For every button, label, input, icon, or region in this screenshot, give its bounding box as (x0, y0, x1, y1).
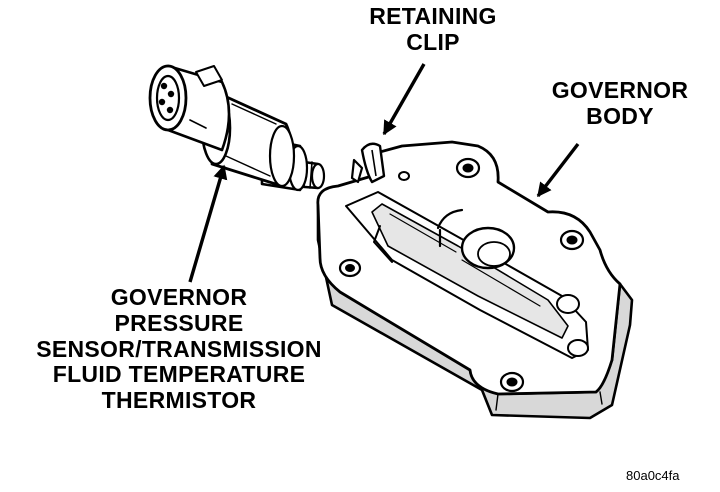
pressure-sensor-label-line: PRESSURE (114, 309, 244, 336)
pressure-sensor-label-line: THERMISTOR (101, 387, 257, 413)
pressure-sensor-label-line: FLUID TEMPERATURE (52, 361, 306, 388)
pressure-sensor (148, 64, 326, 192)
arrow-pressure-sensor (188, 164, 228, 283)
governor-body (316, 140, 634, 420)
retaining-clip-label-line: CLIP (406, 28, 460, 55)
governor-body-label-line: GOVERNOR (551, 77, 689, 103)
figure-code: 80a0c4fa (626, 468, 680, 483)
arrow-retaining-clip (382, 63, 426, 136)
governor-body-label-line: BODY (586, 102, 654, 129)
pressure-sensor-label-line: GOVERNOR (110, 284, 248, 310)
retaining-clip-label: RETAINING CLIP (340, 3, 526, 56)
arrow-governor-body (536, 142, 580, 198)
retaining-clip (350, 142, 386, 184)
retaining-clip-label-line: RETAINING (369, 3, 497, 29)
governor-body-label: GOVERNOR BODY (520, 77, 720, 130)
pressure-sensor-label-line: SENSOR/TRANSMISSION (36, 335, 322, 362)
pressure-sensor-label: GOVERNOR PRESSURE SENSOR/TRANSMISSION FL… (0, 284, 358, 414)
leader-arrows (188, 63, 580, 283)
